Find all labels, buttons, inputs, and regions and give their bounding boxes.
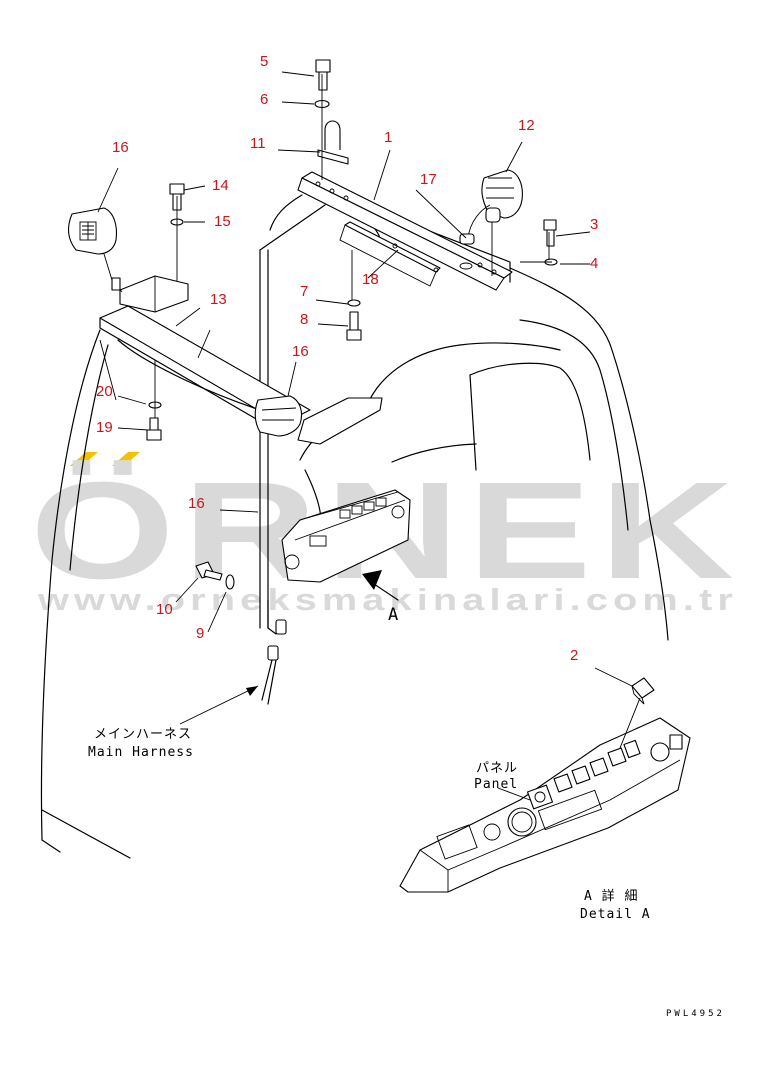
front-visor-bracket — [99, 275, 383, 445]
callout-8: 8 — [300, 311, 308, 328]
lifting-hook — [317, 120, 349, 165]
fasteners — [146, 59, 558, 590]
watermark-accent-left — [70, 452, 98, 466]
callout-4: 4 — [590, 255, 598, 272]
callout-5: 5 — [260, 53, 268, 70]
roof-bracket — [297, 171, 513, 291]
detail-a-jp: A 詳 細 — [584, 888, 638, 904]
work-lamp-front — [254, 395, 303, 437]
callout-16-left: 16 — [112, 139, 129, 156]
panel-jp: パネル — [476, 761, 518, 776]
callout-numbers: 5 6 11 1 17 12 3 4 16 14 15 13 7 8 18 16… — [96, 53, 598, 664]
detail-a-panel — [399, 677, 691, 893]
detail-a-en: Detail A — [580, 907, 651, 922]
view-arrow — [362, 570, 382, 590]
callout-12: 12 — [518, 117, 535, 134]
panel-in-cab — [281, 489, 411, 601]
callout-17: 16 — [188, 495, 205, 512]
callout-2: 2 — [570, 647, 578, 664]
leader-lines — [97, 71, 641, 801]
callout-19: 18 — [362, 271, 379, 288]
callout-7: 7 — [300, 283, 308, 300]
callout-9: 9 — [196, 625, 204, 642]
watermark-accent-right — [112, 452, 140, 466]
callout-20: 19 — [96, 419, 113, 436]
watermark-url: www.orneksmakinalari.com.tr — [37, 582, 738, 617]
callout-13: 13 — [210, 291, 227, 308]
callout-10: 10 — [156, 601, 173, 618]
text-labels: A メインハーネス Main Harness パネル Panel A 詳 細 D… — [88, 605, 725, 1019]
callout-18: 17 — [420, 171, 437, 188]
callout-14: 14 — [212, 177, 229, 194]
callout-16-front: 16 — [292, 343, 309, 360]
callout-6: 6 — [260, 91, 268, 108]
main-harness-jp: メインハーネス — [94, 727, 192, 742]
callout-15: 15 — [214, 213, 231, 230]
callout-1: 1 — [384, 129, 392, 146]
main-harness-en: Main Harness — [88, 745, 194, 760]
panel-en: Panel — [474, 777, 518, 792]
callout-11: 11 — [250, 135, 266, 152]
main-harness — [261, 599, 287, 705]
work-lamp-left — [67, 207, 123, 293]
callout-21: 20 — [96, 383, 113, 400]
work-lamp-right — [459, 169, 523, 276]
callout-3: 3 — [590, 216, 598, 233]
drawing-code: PWL4952 — [666, 1009, 725, 1019]
view-letter-a: A — [388, 605, 398, 625]
